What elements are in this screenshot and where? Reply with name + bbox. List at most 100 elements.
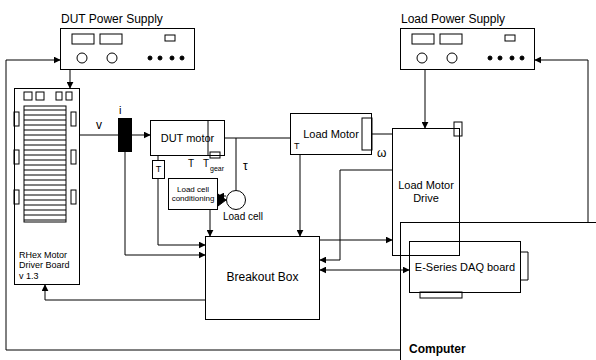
current-sensor: i — [118, 118, 132, 152]
driver-board-parts — [24, 92, 32, 100]
load-power-supply-panel — [510, 56, 514, 60]
dut-power-supply-panel — [72, 34, 184, 63]
connector — [225, 138, 290, 139]
connector — [320, 170, 392, 260]
motor-drive-box: Load Motor Drive — [392, 128, 460, 256]
load-power-supply-panel — [488, 56, 492, 60]
heatsink-fin — [24, 160, 66, 161]
heatsink-fin — [24, 155, 66, 156]
load-cell-linkage — [236, 138, 237, 190]
thermocouple-box: T — [152, 160, 165, 179]
load-power-supply-panel — [505, 35, 515, 41]
heatsink-fin — [24, 220, 66, 221]
heatsink-fin — [24, 120, 66, 121]
node-text: Load cell — [223, 211, 263, 223]
heatsink-fin — [24, 150, 66, 151]
power-supply: Load Power Supply — [400, 28, 535, 70]
daq-card-edge — [420, 252, 528, 298]
driver-board-parts — [71, 112, 76, 126]
motor-box: Load Motor — [290, 113, 372, 155]
heatsink-fin — [24, 145, 66, 146]
node-text: Breakout Box — [226, 271, 298, 285]
node-text: Computer — [409, 343, 591, 357]
heatsink-fin — [24, 110, 66, 111]
load-power-supply-panel — [520, 56, 524, 60]
driver-board-parts — [36, 92, 44, 100]
load-power-supply-panel — [412, 34, 434, 44]
motor-details — [362, 118, 372, 150]
heatsink-fin — [24, 135, 66, 136]
driver-board-parts — [56, 92, 62, 100]
node-text: Load Motor Drive — [395, 179, 457, 204]
node-text: RHex Motor Driver Board v 1.3 — [19, 250, 75, 281]
driver-board-parts — [14, 92, 76, 222]
connector — [535, 60, 588, 222]
load-power-supply-panel — [447, 53, 457, 63]
heatsink-fin — [24, 140, 66, 141]
load-cell-linkage — [218, 194, 226, 206]
node-text: DUT motor — [161, 132, 215, 145]
node-text: i — [119, 104, 121, 117]
node-text: Load cell conditioning — [171, 185, 215, 203]
motor-details — [454, 122, 462, 136]
dut-power-supply-panel — [100, 34, 122, 44]
driver-board-parts — [24, 106, 66, 222]
signal-label: T — [188, 158, 194, 169]
dut-power-supply-panel — [170, 56, 174, 60]
heatsink-fin — [24, 125, 66, 126]
load-power-supply-panel — [412, 34, 524, 63]
dut-power-supply-panel — [72, 34, 94, 44]
motor-details — [210, 152, 220, 158]
daq-card-edge — [520, 280, 528, 281]
heatsink-fin — [24, 170, 66, 171]
heatsink-fin — [24, 130, 66, 131]
edge-label: v — [95, 119, 103, 132]
load-cell-circle: Load cell — [226, 190, 246, 210]
heatsink-fin — [24, 165, 66, 166]
daq-board: E-Series DAQ board — [409, 241, 521, 293]
heatsink-fin — [24, 195, 66, 196]
daq-card-edge — [528, 252, 529, 280]
dut-power-supply-panel — [77, 53, 87, 63]
driver-board: RHex Motor Driver Board v 1.3 — [14, 88, 80, 285]
connector — [372, 134, 392, 135]
connector — [70, 70, 71, 88]
node-text: Load Power Supply — [401, 13, 505, 27]
heatsink-fin — [24, 200, 66, 201]
heatsink-fin — [24, 210, 66, 211]
node-text: DUT Power Supply — [61, 13, 163, 27]
connector — [218, 196, 226, 197]
dut-power-supply-panel — [165, 35, 175, 41]
connector — [320, 270, 409, 271]
heatsink-fin — [24, 215, 66, 216]
load-power-supply-panel — [417, 53, 427, 63]
connector — [320, 240, 392, 241]
connector — [132, 135, 150, 136]
node-text: E-Series DAQ board — [415, 261, 515, 274]
signal-label: T — [203, 158, 209, 169]
heatsink-fin — [24, 190, 66, 191]
connector — [300, 155, 301, 236]
conditioning-box: Load cell conditioning — [168, 178, 218, 210]
connector — [425, 70, 426, 128]
heatsink-fin — [24, 175, 66, 176]
breakout-box: Breakout Box — [205, 236, 320, 320]
driver-board-parts — [66, 92, 72, 100]
heatsink-fin — [24, 185, 66, 186]
signal-label: gear — [210, 165, 224, 173]
connector — [210, 210, 211, 236]
driver-board-parts — [71, 150, 76, 164]
computer-box: Computer E-Series DAQ board — [400, 222, 596, 360]
heatsink-fin — [24, 115, 66, 116]
node-text: T — [156, 164, 162, 174]
load-power-supply-panel — [498, 56, 502, 60]
edge-label: ω — [376, 147, 387, 160]
node-text: Load Motor — [303, 128, 359, 141]
daq-card-edge — [520, 252, 528, 253]
connector — [45, 285, 205, 300]
load-power-supply-panel — [440, 34, 462, 44]
power-supply: DUT Power Supply — [60, 28, 195, 70]
